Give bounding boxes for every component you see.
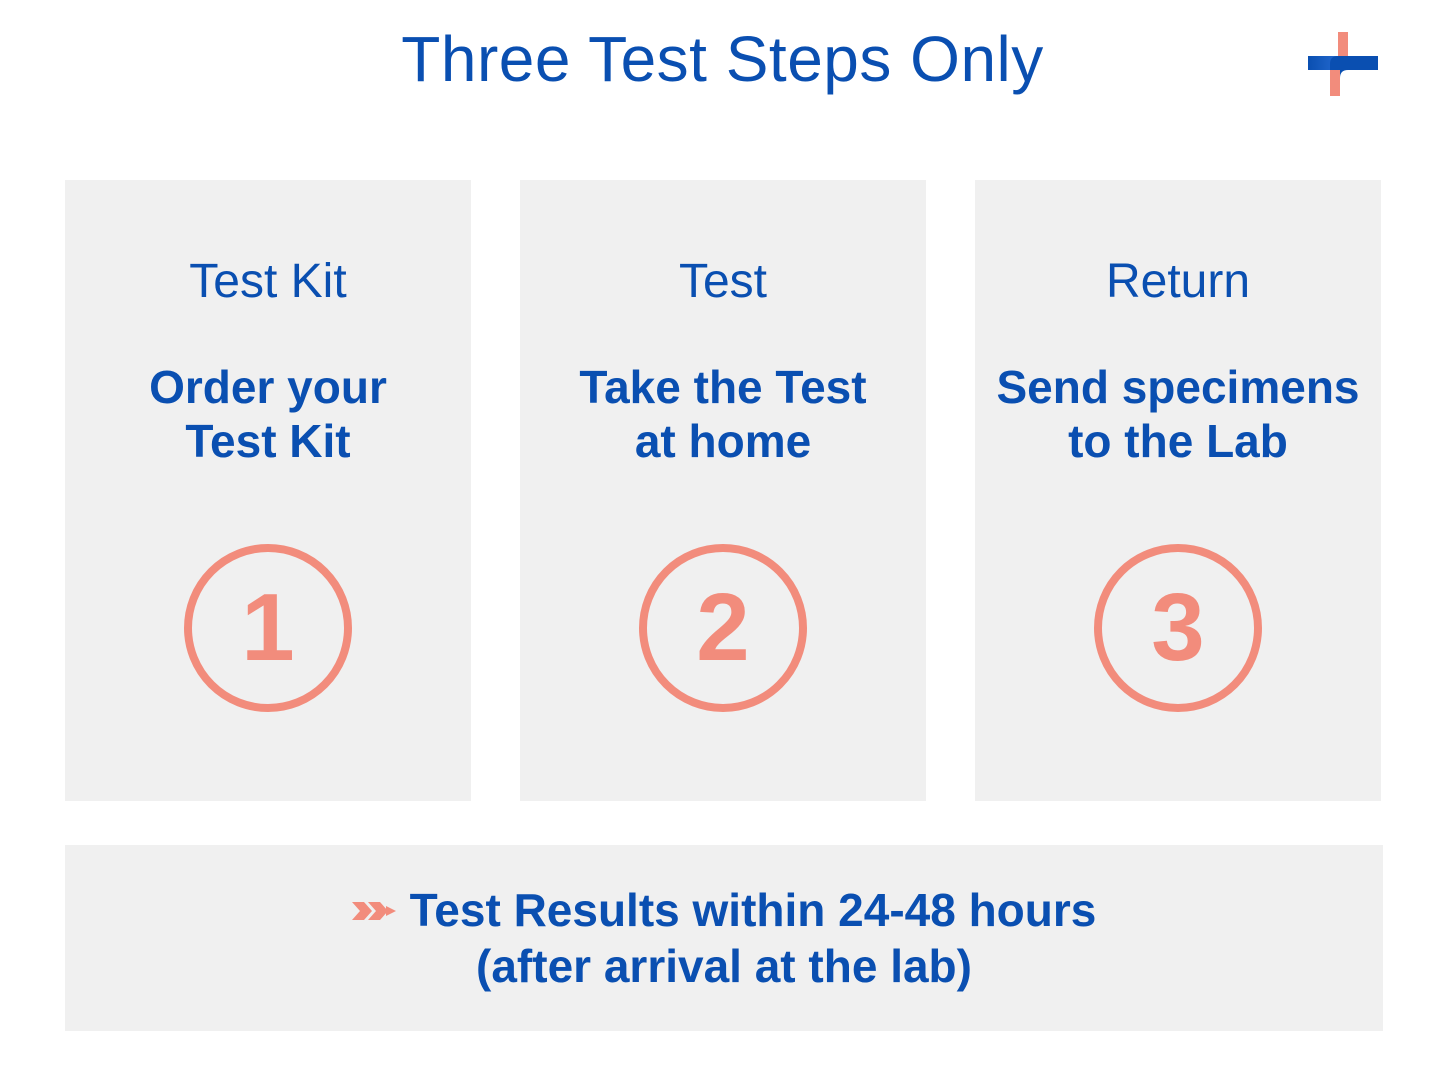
results-banner: Test Results within 24-48 hours (after a… bbox=[65, 845, 1383, 1031]
step-description: Take the Test at home bbox=[520, 360, 926, 468]
step-card-2: Test Take the Test at home 2 bbox=[520, 180, 926, 801]
step-number: 3 bbox=[1151, 574, 1205, 681]
results-line2: (after arrival at the lab) bbox=[476, 940, 972, 992]
step-description-line1: Take the Test bbox=[579, 361, 867, 413]
step-description-line1: Order your bbox=[149, 361, 387, 413]
arrow-right-icon bbox=[351, 901, 396, 920]
medical-cross-logo-icon bbox=[1308, 32, 1378, 96]
step-description-line1: Send specimens bbox=[996, 361, 1360, 413]
step-name: Test Kit bbox=[189, 255, 347, 308]
step-number-circle: 3 bbox=[1094, 544, 1262, 712]
step-description-line2: at home bbox=[634, 415, 812, 467]
results-text: Test Results within 24-48 hours bbox=[409, 884, 1097, 936]
step-number-circle: 2 bbox=[639, 544, 807, 712]
results-line1: Test Results within 24-48 hours bbox=[65, 883, 1383, 937]
step-number: 1 bbox=[241, 574, 295, 681]
step-card-1: Test Kit Order your Test Kit 1 bbox=[65, 180, 471, 801]
step-name: Test bbox=[678, 255, 768, 308]
step-number-circle: 1 bbox=[184, 544, 352, 712]
step-card-3: Return Send specimens to the Lab 3 bbox=[975, 180, 1381, 801]
step-description-line2: to the Lab bbox=[1068, 415, 1288, 467]
step-description: Send specimens to the Lab bbox=[975, 360, 1381, 468]
step-description-line2: Test Kit bbox=[185, 415, 351, 467]
step-name: Return bbox=[1105, 255, 1251, 308]
step-number: 2 bbox=[696, 574, 750, 681]
page-title: Three Test Steps Only bbox=[401, 23, 1044, 95]
step-description: Order your Test Kit bbox=[65, 360, 471, 468]
